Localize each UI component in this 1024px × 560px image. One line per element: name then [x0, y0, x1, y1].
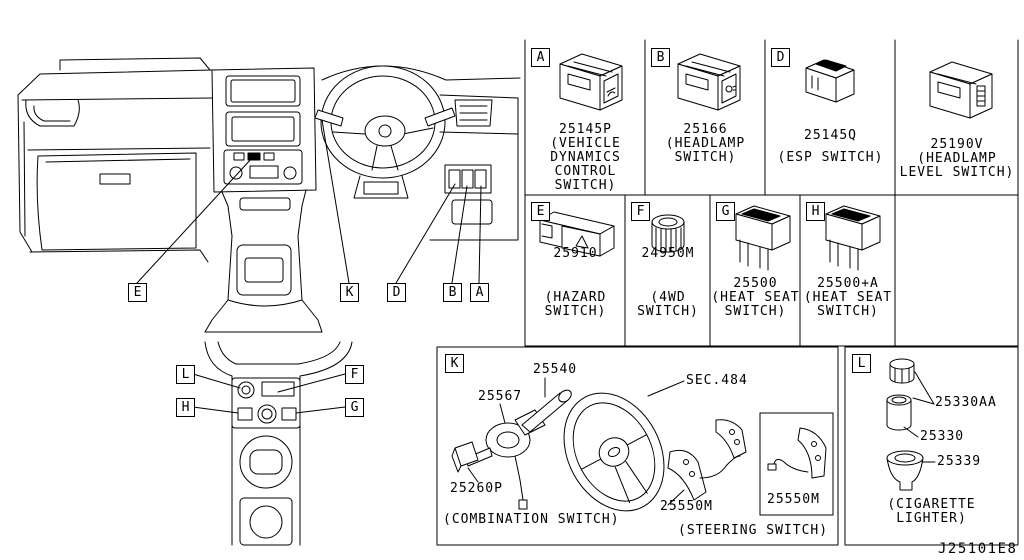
cell-ref-g: G — [716, 202, 735, 221]
steering-switch-detail-illustration — [767, 427, 827, 479]
dashboard-leader-lines — [136, 119, 482, 284]
dashboard-drawing — [17, 57, 521, 333]
figure-id: J25101E8 — [938, 541, 1018, 557]
esp-switch-illustration — [805, 59, 855, 103]
heat-seat-switch-illustration — [735, 205, 791, 271]
steering-section-reference: SEC.484 — [686, 373, 748, 388]
part-cell-headlamp-level-text: 25190V (HEADLAMP LEVEL SWITCH) — [895, 138, 1018, 180]
part-number: 25910 — [553, 246, 598, 261]
steering-switch-part-number: 25550M — [660, 499, 713, 514]
part-cell-d-text: 25145Q (ESP SWITCH) — [765, 129, 895, 165]
connector-part-number: 25260P — [450, 481, 503, 496]
part-cell-b-text: 25166 (HEADLAMP SWITCH) — [645, 123, 765, 165]
lighter-caption: (CIGARETTE LIGHTER) — [866, 498, 996, 526]
console-heat-seat-switch-right — [281, 407, 297, 421]
part-number: 25190V — [930, 137, 984, 152]
part-description-line: SWITCH) — [724, 304, 787, 319]
part-description-line: SWITCH) — [817, 304, 879, 319]
cigarette-lighter-illustration — [886, 358, 924, 491]
part-description-line: (HEAT SEAT — [803, 290, 893, 305]
steering-switch-illustration — [667, 419, 747, 501]
callout-f: F — [345, 365, 364, 384]
cell-ref-a: A — [531, 48, 550, 67]
cell-ref-h: H — [806, 202, 825, 221]
4wd-knob-illustration — [651, 214, 685, 253]
part-description-line: (HEADLAMP — [665, 136, 746, 151]
hazard-switch-illustration — [539, 211, 615, 257]
part-description-line: LEVEL SWITCH) — [899, 165, 1015, 180]
combination-panel-frame — [436, 346, 839, 546]
part-number: 25500+A — [817, 276, 879, 291]
callout-d: D — [387, 283, 406, 302]
heat-seat-switch-alt-illustration — [825, 205, 881, 271]
lighter-knob-part-number: 25330AA — [935, 395, 997, 410]
callout-h: H — [176, 398, 195, 417]
part-description-line: SWITCH) — [674, 150, 737, 165]
part-description-line: DYNAMICS — [550, 150, 621, 165]
lighter-panel-frame — [844, 346, 1019, 546]
steering-switch-detail-part-number: 25550M — [767, 492, 820, 507]
headlamp-switch-illustration — [677, 53, 741, 111]
lighter-leader-lines — [903, 371, 936, 463]
callout-g: G — [345, 398, 364, 417]
part-number: 25166 — [683, 122, 728, 137]
part-description-line: (VEHICLE — [550, 136, 621, 151]
part-cell-f-text: 24950M (4WD SWITCH) — [625, 247, 710, 319]
part-description-line: (ESP SWITCH) — [777, 150, 884, 165]
clock-spring-part-number: 25567 — [478, 389, 523, 404]
glove-box-handle — [99, 173, 131, 185]
part-number: 25145P — [559, 122, 612, 137]
parts-grid-lines — [436, 39, 1019, 546]
part-description-line: (HAZARD — [544, 290, 607, 305]
part-description-line: (HEADLAMP — [917, 151, 997, 166]
part-number: 25145Q — [804, 128, 857, 143]
console-leader-lines — [192, 373, 346, 414]
part-cell-e-text: 25910 (HAZARD SWITCH) — [525, 247, 625, 319]
combination-switch-illustration — [451, 389, 572, 510]
vdc-switch-illustration — [559, 53, 623, 111]
callout-k: K — [340, 283, 359, 302]
part-number: 25500 — [733, 276, 778, 291]
console-heat-seat-switch-left — [237, 407, 253, 421]
part-description-line: SWITCH) — [637, 304, 699, 319]
steering-switch-caption: (STEERING SWITCH) — [678, 523, 829, 538]
right-switch-panel — [444, 164, 492, 194]
part-description-line: CONTROL — [554, 164, 617, 179]
lighter-socket-part-number: 25339 — [937, 454, 982, 469]
console-cup-holder — [239, 435, 293, 489]
cell-ref-d: D — [771, 48, 790, 67]
callout-b: B — [443, 283, 462, 302]
lighter-sleeve-part-number: 25330 — [920, 429, 965, 444]
panel-ref-l: L — [852, 354, 871, 373]
part-description-line: SWITCH) — [554, 178, 617, 193]
callout-e: E — [128, 283, 147, 302]
lighter-caption-line: (CIGARETTE — [887, 497, 976, 512]
part-cell-h-text: 25500+A (HEAT SEAT SWITCH) — [800, 277, 895, 319]
lighter-caption-line: LIGHTER) — [896, 511, 967, 526]
part-cell-a-text: 25145P (VEHICLE DYNAMICS CONTROL SWITCH) — [525, 123, 645, 193]
panel-ref-k: K — [445, 354, 464, 373]
console-knob — [237, 381, 255, 399]
part-description-line: SWITCH) — [544, 304, 607, 319]
part-cell-g-text: 25500 (HEAT SEAT SWITCH) — [710, 277, 800, 319]
cell-ref-b: B — [651, 48, 670, 67]
stalk-part-number: 25540 — [533, 362, 578, 377]
callout-l: L — [176, 365, 195, 384]
part-description-line: (HEAT SEAT — [711, 290, 800, 305]
cell-ref-f: F — [631, 202, 650, 221]
headlamp-level-switch-illustration — [929, 61, 993, 119]
part-number: 24950M — [641, 246, 695, 261]
center-console-drawing — [192, 341, 353, 546]
steering-switch-detail-frame — [759, 412, 834, 516]
combination-leader-lines — [467, 377, 685, 506]
callout-a: A — [470, 283, 489, 302]
combination-switch-caption: (COMBINATION SWITCH) — [443, 512, 620, 527]
steering-wheel-illustration — [563, 392, 665, 512]
part-description-line: (4WD — [650, 290, 686, 305]
combination-switch-connector — [454, 441, 479, 467]
cell-ref-e: E — [531, 202, 550, 221]
console-4wd-knob — [257, 404, 277, 424]
